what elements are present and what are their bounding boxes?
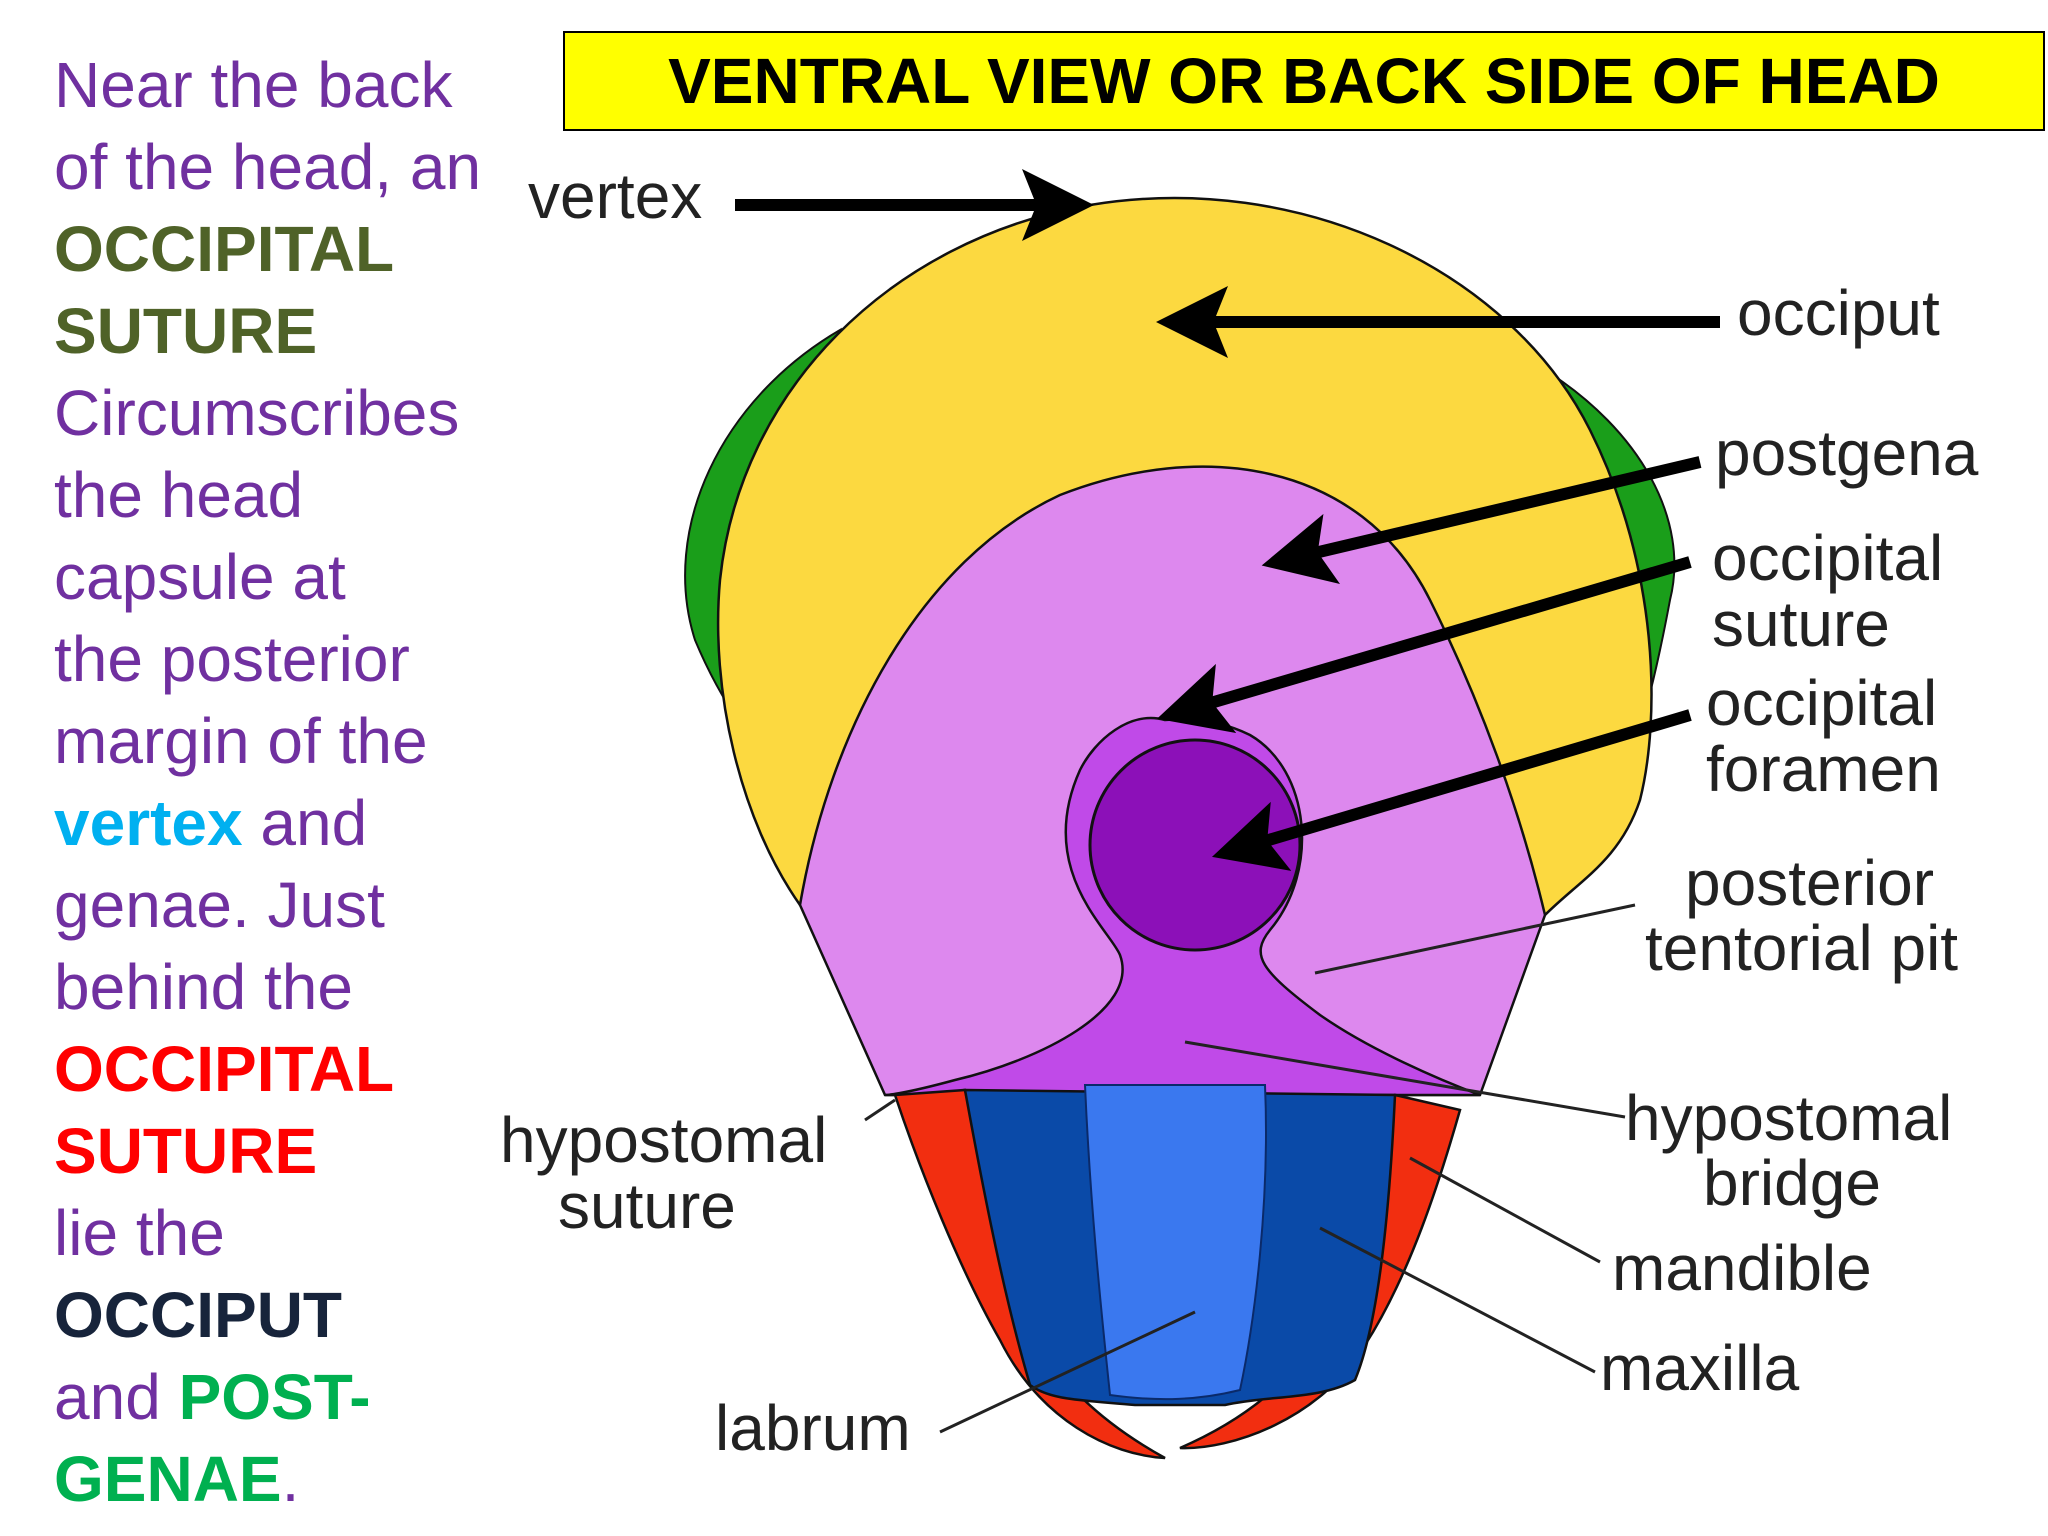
labrum <box>1083 1084 1267 1401</box>
side-line-6: the head <box>54 459 304 531</box>
side-line-7: capsule at <box>54 541 346 613</box>
label-occipital-foramen-1: occipital <box>1706 667 1937 739</box>
side-line-2: of the head, an <box>54 131 482 203</box>
side-line-10: vertex and <box>54 782 524 864</box>
label-hypostomal-bridge-1: hypostomal <box>1625 1082 1952 1154</box>
label-hypostomal-suture-1: hypostomal <box>500 1104 827 1176</box>
occipital-foramen-arrow <box>1211 709 1692 871</box>
page-title: VENTRAL VIEW OR BACK SIDE OF HEAD <box>668 45 1940 117</box>
side-line-15: lie the <box>54 1197 225 1269</box>
side-line-3: OCCIPITAL <box>54 213 395 285</box>
side-line-8: the posterior <box>54 623 410 695</box>
side-line-17: and POST- <box>54 1356 524 1438</box>
label-mandible: mandible <box>1612 1232 1872 1304</box>
label-labrum: labrum <box>715 1392 911 1464</box>
label-occipital-foramen-2: foramen <box>1706 733 1941 805</box>
label-posterior-tentorial-pit-1: posterior <box>1685 847 1934 919</box>
side-line-14: SUTURE <box>54 1115 318 1187</box>
hypostomal-suture-leader <box>864 1098 896 1122</box>
label-posterior-tentorial-pit-2: tentorial pit <box>1645 912 1958 984</box>
label-occiput: occiput <box>1737 277 1940 349</box>
postgenae-highlight: POST- <box>178 1361 371 1433</box>
label-postgena: postgena <box>1715 417 1979 489</box>
side-line-10-rest: and <box>242 787 368 859</box>
label-hypostomal-bridge-2: bridge <box>1703 1147 1881 1219</box>
side-line-4: SUTURE <box>54 295 318 367</box>
side-line-17-start: and <box>54 1361 179 1433</box>
side-line-16: OCCIPUT <box>54 1279 342 1351</box>
side-line-18: GENAE. <box>54 1438 524 1520</box>
labrum-leader <box>939 1310 1196 1434</box>
hypostomal-bridge-leader <box>1184 1040 1626 1119</box>
label-hypostomal-suture-2: suture <box>558 1170 736 1242</box>
label-occipital-suture-2: suture <box>1712 588 1890 660</box>
postgena-arrow <box>1261 456 1702 585</box>
side-line-1: Near the back <box>54 49 453 121</box>
tentorial-pit-leader <box>1314 903 1636 975</box>
side-line-13: OCCIPITAL <box>54 1033 395 1105</box>
occipital-suture-arrow <box>1156 556 1692 733</box>
side-line-5: Circumscribes <box>54 377 460 449</box>
maxilla-leader <box>1319 1226 1596 1374</box>
postgenae-highlight-2: GENAE <box>54 1443 282 1515</box>
label-maxilla: maxilla <box>1600 1332 1800 1404</box>
label-occipital-suture-1: occipital <box>1712 522 1943 594</box>
side-line-9: margin of the <box>54 705 428 777</box>
side-description: Near the back of the head, an OCCIPITAL … <box>54 44 524 1520</box>
mandible-leader <box>1409 1156 1601 1264</box>
side-line-18-end: . <box>281 1443 300 1515</box>
title-banner: VENTRAL VIEW OR BACK SIDE OF HEAD <box>563 31 2045 131</box>
occipital-foramen <box>1088 738 1302 952</box>
label-vertex: vertex <box>528 160 702 232</box>
side-line-12: behind the <box>54 951 353 1023</box>
side-line-11: genae. Just <box>54 869 385 941</box>
vertex-highlight: vertex <box>54 787 243 859</box>
